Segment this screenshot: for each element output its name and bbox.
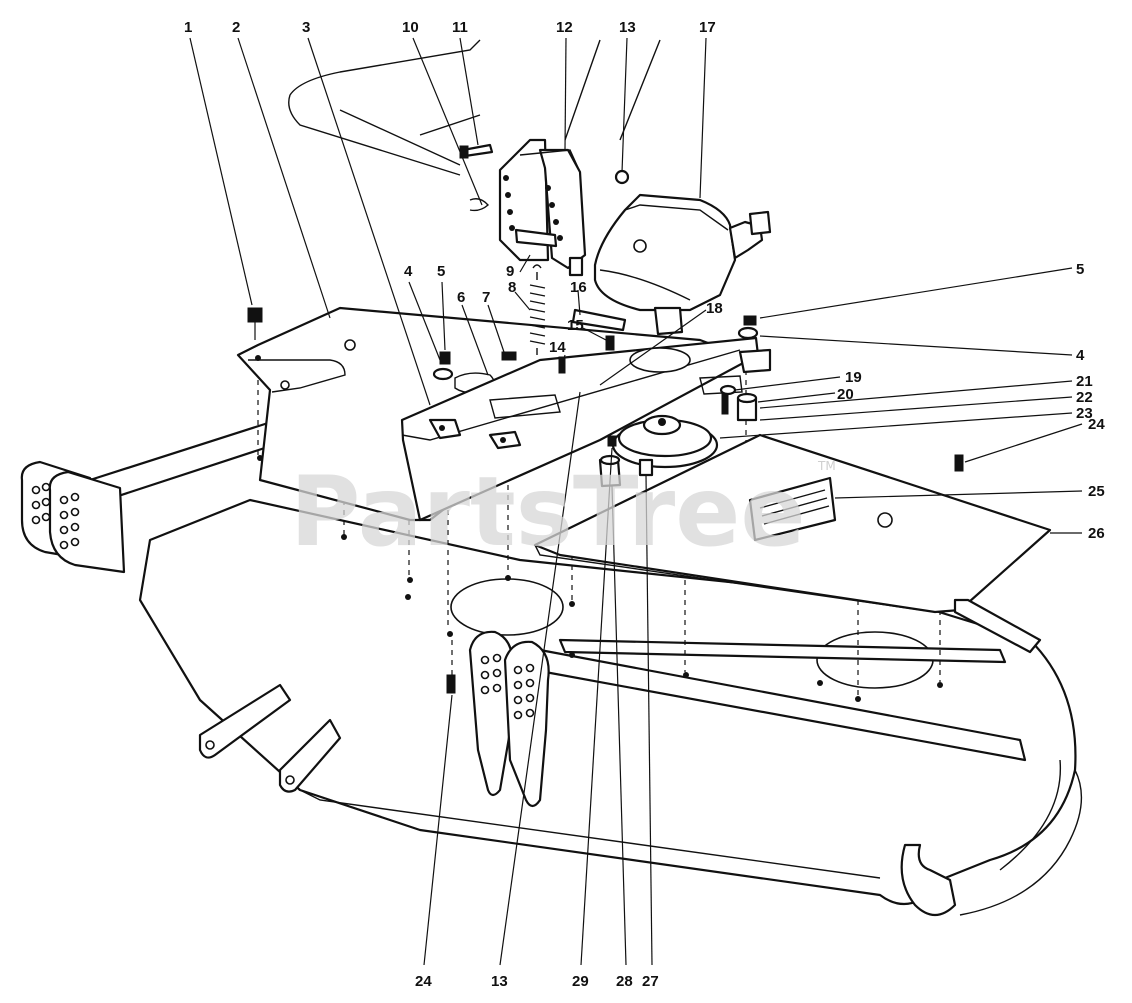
callout-20: 20 [837, 386, 854, 403]
mounting-channel [400, 336, 760, 522]
callout-10: 10 [402, 19, 419, 36]
callout-27: 27 [642, 973, 659, 990]
callout-3: 3 [302, 19, 310, 36]
hairpin-clip [469, 198, 489, 212]
pin-16 [571, 308, 627, 332]
callout-13-bottom: 13 [491, 973, 508, 990]
callout-17: 17 [699, 19, 716, 36]
nut-29 [607, 435, 617, 447]
washer-4 [432, 367, 454, 381]
watermark-trademark: TM [817, 459, 836, 473]
callout-11: 11 [452, 19, 468, 36]
callout-15: 15 [567, 317, 584, 334]
front-link-arm-left [198, 683, 292, 759]
tension-spring [529, 272, 546, 355]
gearbox-housing [593, 193, 737, 312]
deck-center-rail [558, 638, 1007, 664]
nut-13-top [614, 169, 630, 185]
deck-spindle-opening-left [450, 578, 564, 636]
callout-28: 28 [616, 973, 633, 990]
callout-26: 26 [1088, 525, 1105, 542]
callout-5-left: 5 [437, 263, 445, 280]
gearbox-output-shaft [653, 306, 684, 336]
callout-24-right: 24 [1088, 416, 1105, 433]
callout-16: 16 [570, 279, 587, 296]
callout-9: 9 [506, 263, 514, 280]
watermark: PartsTree TM [290, 456, 836, 568]
callout-4-right: 4 [1076, 347, 1085, 364]
callout-24-bottom: 24 [415, 973, 432, 990]
gearbox [593, 193, 772, 336]
left-fasteners [247, 307, 454, 381]
leader-lines [189, 37, 1083, 966]
front-hanger-plates [468, 630, 550, 808]
bolt-1 [247, 307, 263, 323]
callout-22: 22 [1076, 389, 1093, 406]
deck-chute-hook [900, 843, 957, 917]
key-27 [638, 458, 654, 477]
screw-24-right [954, 454, 964, 472]
callout-7: 7 [482, 289, 490, 306]
callout-12: 12 [556, 19, 573, 36]
callout-1: 1 [184, 19, 192, 36]
bolt-15 [605, 335, 615, 351]
watermark-text: PartsTree [290, 456, 805, 568]
pivot-pin-9 [514, 228, 558, 248]
callout-4-left: 4 [404, 263, 413, 280]
callout-18: 18 [706, 300, 723, 317]
nut-5-right [743, 315, 757, 326]
callout-21: 21 [1076, 373, 1093, 390]
pulley-assembly [598, 414, 719, 488]
callout-6: 6 [457, 289, 465, 306]
callout-5-right: 5 [1076, 261, 1084, 278]
callout-13-top: 13 [619, 19, 636, 36]
callout-23: 23 [1076, 405, 1093, 422]
bolt-7 [501, 351, 517, 361]
callout-14: 14 [549, 339, 566, 356]
belt-cover [533, 433, 1052, 654]
rear-frame-outline [288, 39, 661, 176]
screw-24-bottom [446, 674, 456, 694]
washer-20 [719, 384, 737, 396]
callout-29: 29 [572, 973, 589, 990]
callout-2: 2 [232, 19, 240, 36]
callout-labels: 1 2 3 10 11 12 13 17 4 5 6 7 8 9 16 15 1… [184, 19, 1105, 990]
callout-19: 19 [845, 369, 862, 386]
bolt-19 [721, 391, 729, 415]
left-hanger-plate-front [48, 470, 126, 574]
washer-4-right [737, 326, 759, 340]
front-link-arm-right [278, 718, 342, 793]
nut-5 [439, 351, 451, 365]
channel-bracket [400, 336, 772, 522]
right-fasteners [719, 315, 759, 422]
pivot-bracket-assembly [459, 138, 630, 374]
callout-25: 25 [1088, 483, 1105, 500]
callout-8: 8 [508, 279, 516, 296]
